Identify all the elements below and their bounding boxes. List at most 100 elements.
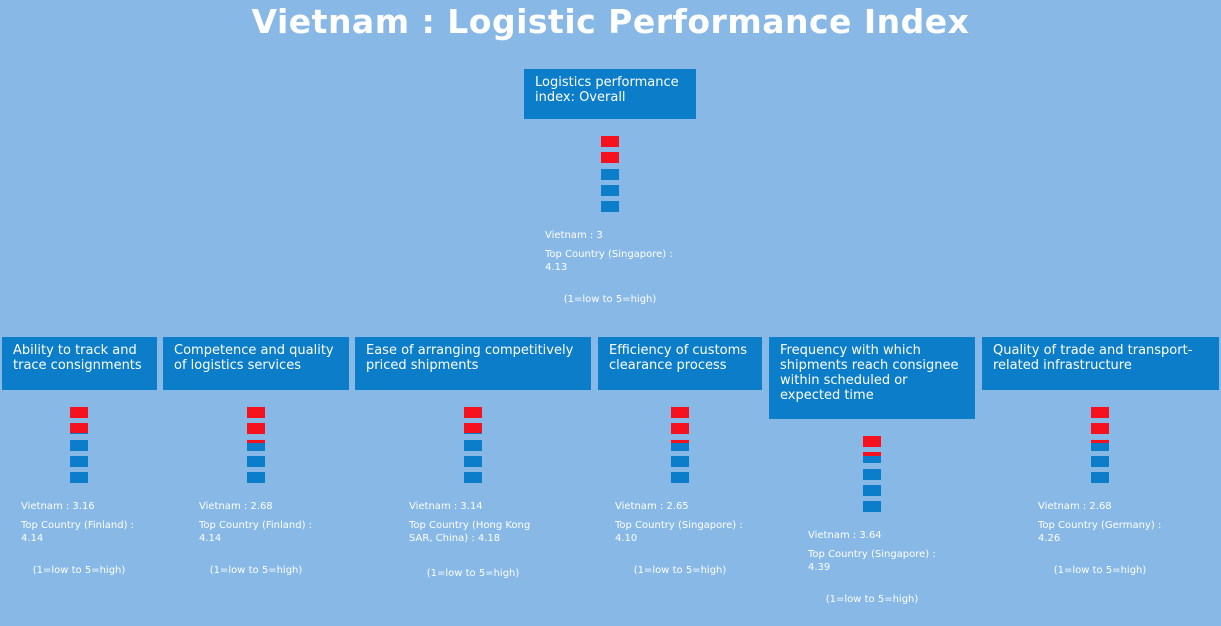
vietnam-score-text: Vietnam : 2.68: [199, 501, 273, 512]
top-country-text: Top Country (Singapore) : 4.13: [545, 249, 673, 273]
meter-segment-fill: [1091, 423, 1109, 435]
meter-segment-fill: [671, 439, 689, 444]
scale-note: (1=low to 5=high): [426, 568, 520, 579]
meter-segment-fill: [247, 439, 265, 444]
meter-segment-fill: [863, 436, 881, 447]
indicator-label-box: Competence and quality of logistics serv…: [163, 337, 349, 390]
page-title: Vietnam : Logistic Performance Index: [251, 2, 970, 41]
indicator-label: Frequency with which shipments reach con…: [780, 343, 959, 403]
indicator-stats: Vietnam : 2.68 Top Country (Germany) : 4…: [1038, 500, 1173, 545]
meter-segment-3: [247, 439, 265, 451]
meter-segment-5: [863, 436, 881, 447]
meter-segment-2: [601, 184, 619, 196]
meter-segment-3: [1091, 439, 1109, 451]
indicator-label: Competence and quality of logistics serv…: [174, 343, 334, 373]
meter-segment-fill: [70, 407, 88, 418]
indicator-stats: Vietnam : 3.16 Top Country (Finland) : 4…: [21, 500, 156, 545]
indicator-label: Efficiency of customs clearance process: [609, 343, 748, 373]
meter-segment-2: [464, 455, 482, 467]
meter-segment-5: [464, 407, 482, 418]
vietnam-score-text: Vietnam : 3.16: [21, 501, 95, 512]
indicator-label-box: Logistics performance index: Overall: [524, 69, 696, 119]
vietnam-score-text: Vietnam : 3.64: [808, 530, 882, 541]
meter-segment-3: [863, 468, 881, 480]
vietnam-score-text: Vietnam : 3: [545, 230, 603, 241]
vietnam-score-text: Vietnam : 3.14: [409, 501, 483, 512]
score-meter: [1091, 407, 1109, 484]
meter-segment-2: [247, 455, 265, 467]
meter-segment-4: [70, 423, 88, 435]
indicator-label: Ease of arranging competitively priced s…: [366, 343, 574, 373]
meter-segment-1: [1091, 472, 1109, 484]
vietnam-score-text: Vietnam : 2.65: [615, 501, 689, 512]
meter-segment-fill: [601, 136, 619, 147]
top-country-text: Top Country (Finland) : 4.14: [199, 520, 313, 544]
score-meter: [601, 136, 619, 213]
score-meter: [247, 407, 265, 484]
meter-segment-1: [863, 501, 881, 513]
indicator-label-box: Ease of arranging competitively priced s…: [355, 337, 591, 390]
meter-segment-fill: [671, 407, 689, 418]
meter-segment-5: [601, 136, 619, 147]
meter-segment-1: [464, 472, 482, 484]
meter-segment-4: [601, 152, 619, 164]
indicator-stats: Vietnam : 3 Top Country (Singapore) : 4.…: [545, 229, 675, 274]
meter-segment-3: [671, 439, 689, 451]
meter-segment-fill: [1091, 407, 1109, 418]
meter-segment-fill: [464, 407, 482, 418]
vietnam-score-text: Vietnam : 2.68: [1038, 501, 1112, 512]
meter-segment-4: [671, 423, 689, 435]
indicator-stats: Vietnam : 2.68 Top Country (Finland) : 4…: [199, 500, 334, 545]
meter-segment-fill: [70, 423, 88, 433]
meter-segment-fill: [601, 152, 619, 164]
score-meter: [671, 407, 689, 484]
scale-note: (1=low to 5=high): [633, 565, 727, 576]
meter-segment-fill: [464, 423, 482, 433]
meter-segment-5: [70, 407, 88, 418]
score-meter: [464, 407, 482, 484]
scale-note: (1=low to 5=high): [209, 565, 303, 576]
meter-segment-fill: [1091, 439, 1109, 444]
indicator-label: Logistics performance index: Overall: [535, 75, 679, 105]
top-country-text: Top Country (Finland) : 4.14: [21, 520, 135, 544]
meter-segment-3: [601, 168, 619, 180]
top-country-text: Top Country (Singapore) : 4.39: [808, 549, 936, 573]
meter-segment-2: [70, 455, 88, 467]
indicator-stats: Vietnam : 3.14 Top Country (Hong Kong SA…: [409, 500, 544, 545]
meter-segment-5: [1091, 407, 1109, 418]
scale-note: (1=low to 5=high): [1053, 565, 1147, 576]
indicator-stats: Vietnam : 3.64 Top Country (Singapore) :…: [808, 529, 943, 574]
scale-note: (1=low to 5=high): [32, 565, 126, 576]
meter-segment-1: [70, 472, 88, 484]
scale-note: (1=low to 5=high): [825, 594, 919, 605]
indicator-stats: Vietnam : 2.65 Top Country (Singapore) :…: [615, 500, 750, 545]
score-meter: [863, 436, 881, 513]
meter-segment-2: [671, 455, 689, 467]
meter-segment-fill: [247, 423, 265, 435]
meter-segment-4: [1091, 423, 1109, 435]
score-meter: [70, 407, 88, 484]
top-country-text: Top Country (Singapore) : 4.10: [615, 520, 743, 544]
meter-segment-fill: [671, 423, 689, 435]
indicator-label: Quality of trade and transport-related i…: [993, 343, 1193, 373]
meter-segment-4: [863, 452, 881, 464]
meter-segment-1: [671, 472, 689, 484]
meter-segment-4: [247, 423, 265, 435]
meter-segment-fill: [247, 407, 265, 418]
meter-segment-3: [70, 439, 88, 451]
meter-segment-1: [601, 201, 619, 213]
scale-note: (1=low to 5=high): [563, 294, 657, 305]
meter-segment-5: [247, 407, 265, 418]
meter-segment-3: [464, 439, 482, 451]
indicator-label: Ability to track and trace consignments: [13, 343, 142, 373]
indicator-label-box: Frequency with which shipments reach con…: [769, 337, 975, 419]
top-country-text: Top Country (Hong Kong SAR, China) : 4.1…: [409, 520, 531, 544]
meter-segment-2: [1091, 455, 1109, 467]
top-country-text: Top Country (Germany) : 4.26: [1038, 520, 1162, 544]
meter-segment-1: [247, 472, 265, 484]
meter-segment-5: [671, 407, 689, 418]
meter-segment-4: [464, 423, 482, 435]
indicator-label-box: Quality of trade and transport-related i…: [982, 337, 1219, 390]
meter-segment-fill: [863, 452, 881, 457]
indicator-label-box: Ability to track and trace consignments: [2, 337, 157, 390]
